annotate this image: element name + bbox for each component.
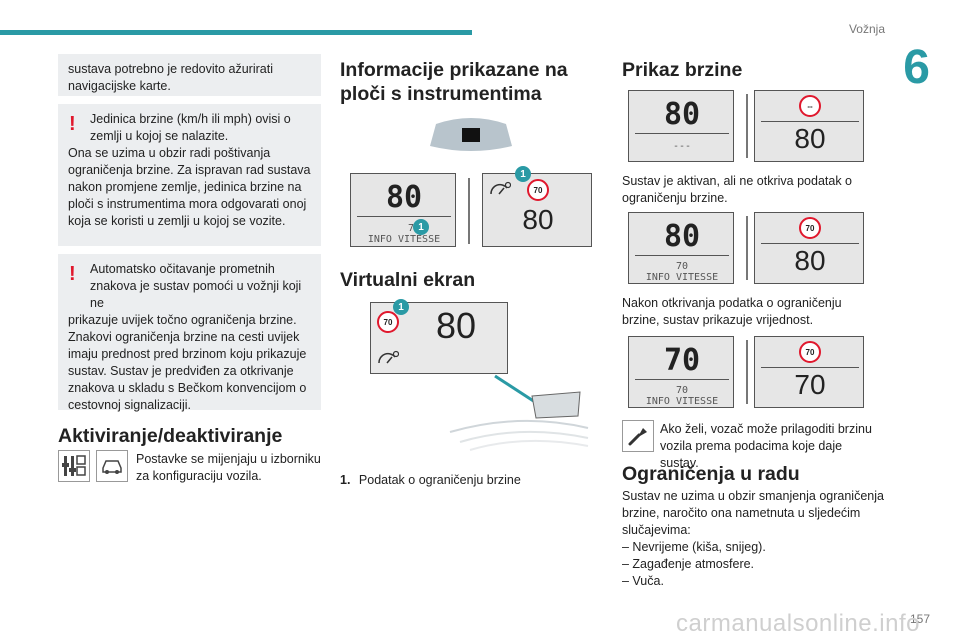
warning-first-line: Jedinica brzine (km/h ili mph) ovisi o bbox=[90, 112, 291, 126]
displayed-speed: 80 bbox=[522, 204, 554, 235]
hud-panel: 70 1 80 bbox=[370, 299, 508, 374]
header-accent-bar bbox=[0, 30, 472, 35]
current-speed: 80 bbox=[663, 219, 701, 254]
list-item: – Zagađenje atmosfere. bbox=[622, 557, 755, 571]
speed-limiter-icon bbox=[378, 350, 399, 364]
car-icon bbox=[96, 450, 128, 482]
speed-limit-sign: 70 bbox=[527, 179, 549, 201]
heading-line: ploči s instrumentima bbox=[340, 83, 542, 105]
panel-divider bbox=[761, 243, 859, 244]
warning-first-line: Automatsko očitavanje prometnih bbox=[90, 262, 275, 276]
info-vitesse-label: INFO VITESSE bbox=[367, 234, 441, 245]
separator bbox=[746, 216, 748, 280]
speed-limit-value: 70 bbox=[675, 385, 689, 396]
tip-second-line: vozila prema podacima koje daje sustav. bbox=[660, 439, 843, 470]
watermark: carmanualsonline.info bbox=[676, 610, 920, 637]
settings-menu-icon bbox=[58, 450, 90, 482]
warning-icon: ! bbox=[69, 113, 76, 135]
tip-tool-icon bbox=[622, 420, 654, 452]
current-speed: 80 bbox=[385, 180, 423, 215]
heading-limitations: Ograničenja u radu bbox=[622, 463, 800, 485]
caption-limit-detected: Nakon otkrivanja podatka o ograničenju b… bbox=[622, 296, 842, 327]
displayed-speed: 80 bbox=[794, 245, 826, 276]
speed-limit-sign: -- bbox=[799, 95, 821, 117]
panel-divider bbox=[635, 255, 729, 256]
current-speed: 80 bbox=[663, 97, 701, 132]
activation-text: Postavke se mijenjaju u izborniku za kon… bbox=[136, 452, 321, 483]
limitations-list: – Nevrijeme (kiša, snijeg). – Zagađenje … bbox=[622, 539, 882, 590]
example2-cluster-panel: 80 70 INFO VITESSE bbox=[628, 212, 734, 284]
warning-box-units: ! Jedinica brzine (km/h ili mph) ovisi o… bbox=[58, 104, 321, 246]
current-speed: 70 bbox=[663, 343, 701, 378]
warning-body: Ona se uzima u obzir radi poštivanja ogr… bbox=[68, 146, 311, 228]
displayed-speed: 80 bbox=[794, 123, 826, 154]
heading-activation: Aktiviranje/deaktiviranje bbox=[58, 425, 283, 447]
panel-divider bbox=[635, 133, 729, 134]
heading-speed-display: Prikaz brzine bbox=[622, 59, 743, 81]
example2-right-panel: 70 80 bbox=[754, 212, 864, 284]
warning-second-line: zemlji u kojoj se nalazite. bbox=[90, 129, 229, 143]
chapter-number: 6 bbox=[903, 41, 930, 94]
legend-number: 1. bbox=[340, 473, 351, 487]
warning-icon: ! bbox=[69, 263, 76, 285]
warning-box-recognition: ! Automatsko očitavanje prometnih znakov… bbox=[58, 254, 321, 412]
tip-first-line: Ako želi, vozač može prilagoditi brzinu bbox=[660, 422, 872, 436]
example1-right-panel: -- 80 bbox=[754, 90, 864, 162]
cluster-panel-center: 80 70 INFO VITESSE 1 bbox=[350, 173, 456, 247]
limitations-intro: Sustav ne uzima u obzir smanjenja ograni… bbox=[622, 489, 884, 537]
callout-badge: 1 bbox=[413, 219, 429, 235]
panel-divider bbox=[761, 367, 859, 368]
figure-legend: 1. Podatak o ograničenju brzine bbox=[340, 472, 602, 489]
heading-virtual-display: Virtualni ekran bbox=[340, 269, 476, 291]
note-box-maps: sustava potrebno je redovito ažurirati n… bbox=[58, 54, 321, 96]
separator bbox=[746, 340, 748, 404]
speed-limit-empty: --- bbox=[672, 141, 692, 152]
legend-text: Podatak o ograničenju brzine bbox=[358, 473, 521, 487]
info-vitesse-label: INFO VITESSE bbox=[645, 396, 719, 407]
heading-instrument-info: Informacije prikazane na ploči s instrum… bbox=[340, 58, 568, 106]
heading-line: Informacije prikazane na bbox=[340, 59, 568, 81]
info-vitesse-label: INFO VITESSE bbox=[645, 272, 719, 283]
cluster-panel-right: 70 1 80 bbox=[482, 166, 592, 247]
list-item: – Nevrijeme (kiša, snijeg). bbox=[622, 540, 766, 554]
panel-divider bbox=[635, 379, 729, 380]
speed-limit-sign: 70 bbox=[799, 217, 821, 239]
section-title: Vožnja bbox=[848, 22, 885, 36]
caption-no-limit: Sustav je aktivan, ali ne otkriva podata… bbox=[622, 174, 852, 205]
displayed-speed: 70 bbox=[794, 369, 826, 400]
page-number: 157 bbox=[909, 612, 930, 626]
example1-cluster-panel: 80 --- bbox=[628, 90, 734, 162]
warning-second-line: znakova je sustav pomoći u vožnji koji n… bbox=[90, 279, 302, 310]
list-item: – Vuča. bbox=[622, 574, 664, 588]
speed-limiter-icon bbox=[490, 181, 511, 195]
instrument-cluster-icon bbox=[430, 118, 512, 151]
speed-limit-sign: 70 bbox=[799, 341, 821, 363]
speed-limit-sign: 70 bbox=[377, 311, 399, 333]
separator bbox=[746, 94, 748, 158]
note-text: sustava potrebno je redovito ažurirati n… bbox=[68, 62, 273, 93]
hud-speed: 80 bbox=[435, 305, 477, 346]
callout-badge: 1 bbox=[393, 299, 409, 315]
separator bbox=[468, 178, 470, 244]
example3-right-panel: 70 70 bbox=[754, 336, 864, 408]
callout-badge: 1 bbox=[515, 166, 531, 182]
warning-body: prikazuje uvijek točno ograničenja brzin… bbox=[68, 313, 307, 412]
panel-divider bbox=[357, 216, 451, 217]
hud-screen-illustration bbox=[449, 374, 589, 451]
panel-divider bbox=[761, 121, 859, 122]
speed-limit-value: 70 bbox=[675, 261, 689, 272]
example3-cluster-panel: 70 70 INFO VITESSE bbox=[628, 336, 734, 408]
